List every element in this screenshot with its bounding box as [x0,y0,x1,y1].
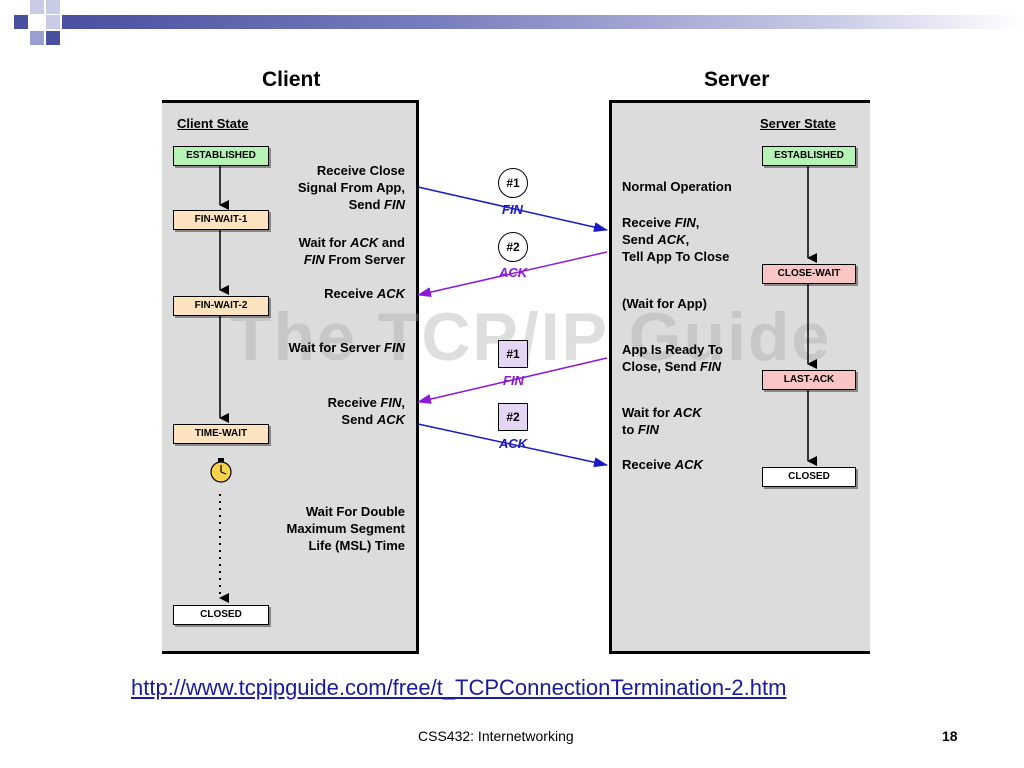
decor-square [30,31,44,45]
decor-square [46,31,60,45]
watermark: The TCP/IP Guide [230,299,832,375]
source-link[interactable]: http://www.tcpipguide.com/free/t_TCPConn… [131,675,787,700]
message-badge-2: #2 [498,232,528,262]
client-label-wait-ack-fin: Wait for ACK and FIN From Server [298,235,405,267]
message-badge-1: #1 [498,168,528,198]
server-label-receive-fin: Receive FIN, Send ACK, Tell App To Close [622,215,730,264]
client-state-fin-wait-2: FIN-WAIT-2 [173,296,269,316]
client-state-heading: Client State [177,116,249,131]
server-label-app-ready: App Is Ready To Close, Send FIN [622,342,723,374]
client-panel [162,100,419,654]
message-arrow-3-fin [417,357,608,404]
server-state-established: ESTABLISHED [762,146,856,166]
client-state-closed: CLOSED [173,605,269,625]
page-number: 18 [942,728,958,744]
message-badge-4: #2 [498,403,528,431]
client-label-msl: Wait For Double Maximum Segment Life (MS… [286,504,405,553]
message-arrow-1-fin [417,186,608,232]
timer-icon [210,458,232,483]
server-state-closed: CLOSED [762,467,856,487]
message-label-ack-4: ACK [499,436,528,451]
message-label-ack-2: ACK [499,265,528,280]
server-label-wait-ack: Wait for ACK to FIN [622,405,702,437]
client-state-time-wait: TIME-WAIT [173,424,269,444]
server-label-normal-operation: Normal Operation [622,179,732,194]
client-label-receive-close: Receive Close Signal From App, Send FIN [297,163,405,212]
message-label-fin-1: FIN [502,202,523,217]
server-state-heading: Server State [760,116,836,131]
server-state-close-wait: CLOSE-WAIT [762,264,856,284]
message-label-fin-3: FIN [503,373,524,388]
client-label-receive-fin: Receive FIN, Send ACK [327,395,405,427]
server-title: Server [704,68,770,91]
decor-square [46,0,60,14]
server-state-last-ack: LAST-ACK [762,370,856,390]
client-label-wait-server-fin: Wait for Server FIN [288,340,405,355]
message-arrow-4-ack [417,423,608,468]
server-label-wait-app: (Wait for App) [622,296,707,311]
server-label-receive-ack: Receive ACK [622,457,703,472]
client-state-established: ESTABLISHED [173,146,269,166]
message-badge-3: #1 [498,340,528,368]
client-state-fin-wait-1: FIN-WAIT-1 [173,210,269,230]
title-bar-decoration [62,15,1024,29]
message-arrow-2-ack [417,251,608,297]
decor-square [30,0,44,14]
decor-square [46,15,60,29]
client-label-receive-ack: Receive ACK [324,286,405,301]
client-title: Client [262,68,321,91]
footer-text: CSS432: Internetworking [418,728,574,744]
decor-square [14,15,28,29]
